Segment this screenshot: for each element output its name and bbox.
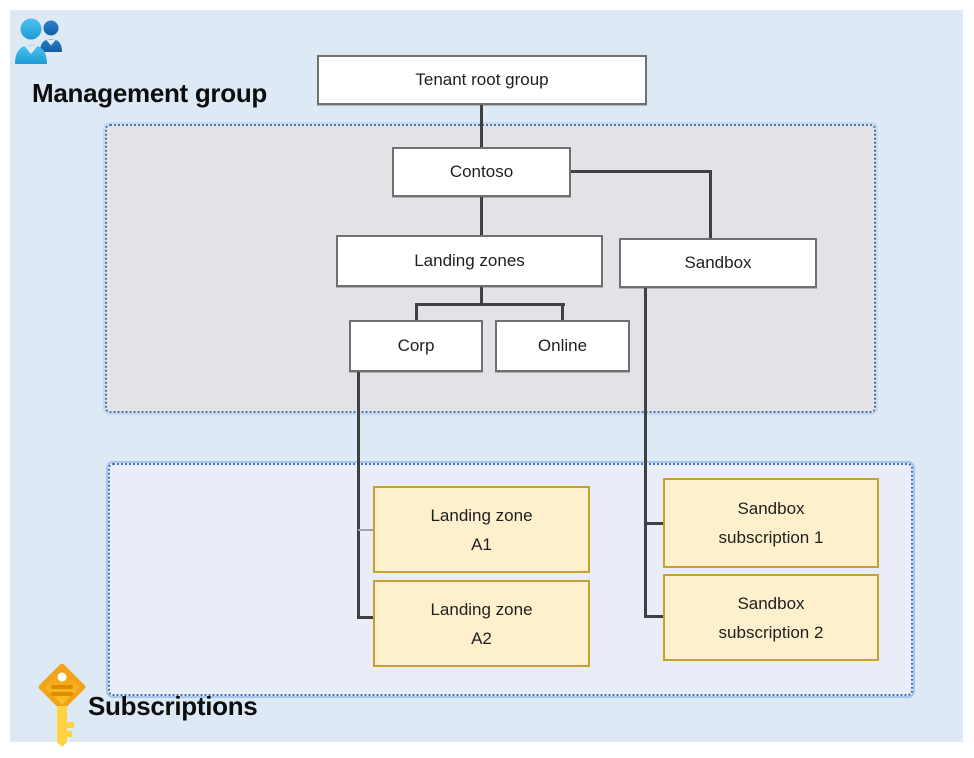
management-group-label: Management group <box>32 78 267 108</box>
node-label-line1: Landing zone <box>430 599 533 619</box>
node-contoso: Contoso <box>392 147 571 197</box>
node-label-line2: A2 <box>471 628 492 648</box>
node-label: Landing zones <box>414 250 525 270</box>
node-label: Contoso <box>449 161 514 181</box>
connector-contoso-to-landing-zones <box>480 195 483 237</box>
node-tenant-root-group: Tenant root group <box>317 55 647 105</box>
connector-tenant-to-contoso <box>480 103 483 149</box>
people-icon <box>15 18 62 64</box>
node-sandbox: Sandbox <box>619 238 817 288</box>
connector-branch-bar <box>415 303 565 306</box>
connector-elbow-to-a2 <box>357 616 374 619</box>
node-label: Sandbox <box>684 252 752 272</box>
connector-drop-to-corp <box>415 303 418 322</box>
node-sandbox-subscription-1: Sandbox subscription 1 <box>663 478 879 568</box>
connector-elbow-to-sandbox-sub2 <box>644 615 664 618</box>
node-label-line2: A1 <box>471 534 492 554</box>
node-landing-zones: Landing zones <box>336 235 603 287</box>
connector-contoso-to-sandbox-horizontal <box>570 170 712 173</box>
connector-corp-descender <box>357 370 360 619</box>
key-icon <box>38 664 86 747</box>
node-sandbox-subscription-2: Sandbox subscription 2 <box>663 574 879 661</box>
subscriptions-label: Subscriptions <box>88 691 258 721</box>
connector-stub-to-sandbox-sub1 <box>644 522 664 525</box>
connector-drop-to-online <box>561 303 564 322</box>
node-landing-zone-a1: Landing zone A1 <box>373 486 590 573</box>
connector-landing-zones-down <box>480 285 483 306</box>
node-label: Tenant root group <box>415 69 549 89</box>
node-label: Corp <box>397 335 435 355</box>
connector-contoso-to-sandbox-vertical <box>709 170 712 240</box>
diagram-background-panel: Tenant root group Contoso Landing zones … <box>10 10 963 747</box>
node-label-line2: subscription 1 <box>718 528 824 547</box>
node-landing-zone-a2: Landing zone A2 <box>373 580 590 667</box>
connector-sandbox-descender <box>644 286 647 618</box>
node-label-line1: Sandbox <box>737 593 805 613</box>
node-label-line1: Sandbox <box>737 499 805 518</box>
node-online: Online <box>495 320 630 372</box>
node-label-line1: Landing zone <box>430 505 533 525</box>
node-label-line2: subscription 2 <box>718 622 824 642</box>
node-label: Online <box>537 335 588 355</box>
node-corp: Corp <box>349 320 483 372</box>
connector-stub-to-a1 <box>358 529 374 531</box>
